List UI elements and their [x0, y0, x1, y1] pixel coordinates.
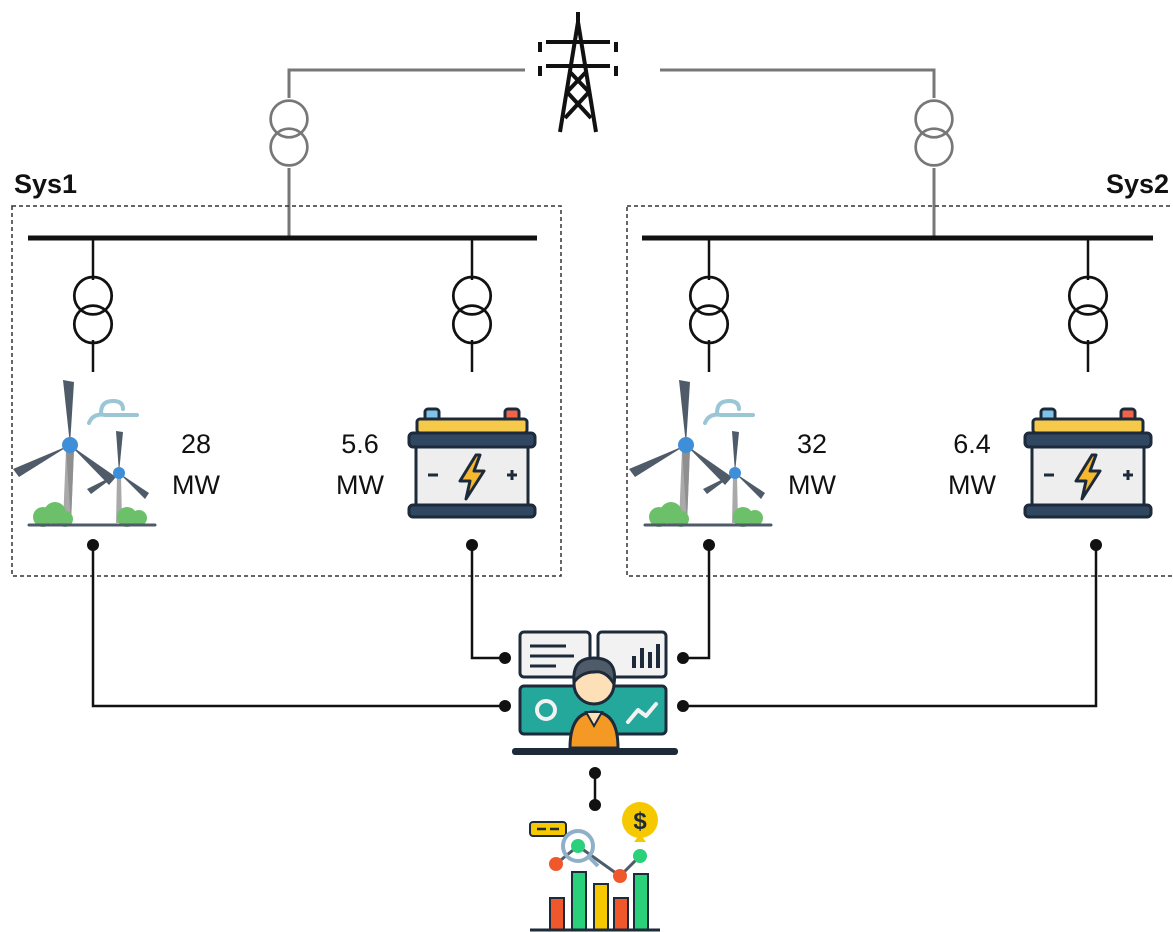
sys2-battery-icon	[1023, 407, 1153, 519]
sys1-boundary	[11, 205, 562, 577]
sys2-wind-capacity-value: 32	[797, 429, 827, 459]
communication-dots	[87, 539, 1102, 811]
svg-text:$: $	[633, 808, 647, 835]
sys1-wind-turbine-icon	[11, 378, 157, 529]
sys2-wind-transformer-icon	[688, 275, 730, 345]
sys1-battery-capacity-value: 5.6	[341, 429, 379, 459]
sys2-battery-capacity-unit: MW	[948, 470, 996, 500]
sys2-wind-turbine-icon	[627, 378, 773, 529]
sys2-boundary	[626, 205, 1173, 577]
market-analytics-icon: $	[529, 802, 660, 932]
transmission-tower-icon	[538, 12, 618, 133]
sys1-wind-transformer-icon	[72, 275, 114, 345]
sys1-wind-capacity-unit: MW	[172, 470, 220, 500]
sys1-battery-icon	[407, 407, 537, 519]
grid-connection-lines	[287, 68, 936, 238]
grid-transformer-sys1-icon	[269, 99, 309, 167]
sys1-wind-capacity-value: 28	[181, 429, 211, 459]
sys1-battery-transformer-icon	[451, 275, 493, 345]
sys2-label: Sys2	[1106, 169, 1169, 199]
sys2-wind-capacity-unit: MW	[788, 470, 836, 500]
sys1-label: Sys1	[14, 169, 77, 199]
sys2-battery-capacity-value: 6.4	[953, 429, 991, 459]
sys1-battery-capacity-unit: MW	[336, 470, 384, 500]
feeder-lines	[91, 238, 1090, 372]
sys2-battery-transformer-icon	[1067, 275, 1109, 345]
grid-transformer-sys2-icon	[914, 99, 954, 167]
operator-workstation-icon	[512, 630, 678, 755]
